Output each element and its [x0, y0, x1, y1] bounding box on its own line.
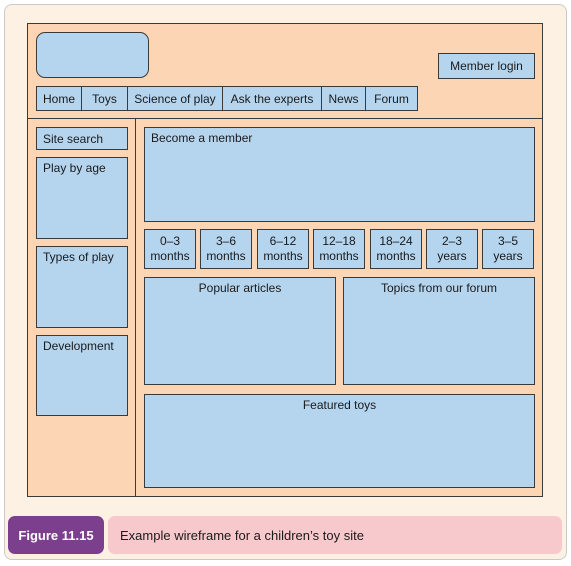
age-unit: years: [437, 249, 467, 263]
header-divider: [27, 118, 543, 119]
site-search-box[interactable]: Site search: [36, 127, 128, 150]
nav-news[interactable]: News: [321, 86, 366, 111]
age-unit: months: [319, 249, 359, 263]
nav-science-of-play[interactable]: Science of play: [127, 86, 223, 111]
figure-number-badge: Figure 11.15: [8, 516, 104, 554]
forum-topics-panel[interactable]: Topics from our forum: [343, 277, 535, 385]
nav-forum[interactable]: Forum: [365, 86, 418, 111]
logo-placeholder: [36, 32, 149, 78]
age-button-3-6-months[interactable]: 3–6 months: [200, 229, 252, 269]
age-unit: months: [263, 249, 303, 263]
age-button-6-12-months[interactable]: 6–12 months: [257, 229, 309, 269]
age-range: 3–5: [497, 234, 519, 248]
age-range: 0–3: [159, 234, 181, 248]
nav-ask-the-experts[interactable]: Ask the experts: [222, 86, 322, 111]
age-range: 3–6: [215, 234, 237, 248]
sidebar-divider: [135, 118, 136, 497]
age-range: 18–24: [379, 234, 413, 248]
age-button-2-3-years[interactable]: 2–3 years: [426, 229, 478, 269]
age-button-18-24-months[interactable]: 18–24 months: [370, 229, 422, 269]
age-button-3-5-years[interactable]: 3–5 years: [482, 229, 534, 269]
age-range: 2–3: [441, 234, 463, 248]
age-unit: years: [493, 249, 523, 263]
become-member-banner[interactable]: Become a member: [144, 127, 535, 222]
age-button-12-18-months[interactable]: 12–18 months: [313, 229, 365, 269]
age-button-0-3-months[interactable]: 0–3 months: [144, 229, 196, 269]
age-unit: months: [376, 249, 416, 263]
popular-articles-panel[interactable]: Popular articles: [144, 277, 336, 385]
member-login-button[interactable]: Member login: [438, 53, 535, 79]
nav-toys[interactable]: Toys: [81, 86, 128, 111]
types-of-play-box[interactable]: Types of play: [36, 246, 128, 328]
figure-caption: Example wireframe for a children’s toy s…: [108, 516, 562, 554]
age-unit: months: [150, 249, 190, 263]
featured-toys-panel[interactable]: Featured toys: [144, 394, 535, 488]
age-unit: months: [206, 249, 246, 263]
age-range: 12–18: [322, 234, 356, 248]
age-range: 6–12: [269, 234, 297, 248]
development-box[interactable]: Development: [36, 335, 128, 416]
play-by-age-box[interactable]: Play by age: [36, 157, 128, 239]
nav-home[interactable]: Home: [36, 86, 82, 111]
